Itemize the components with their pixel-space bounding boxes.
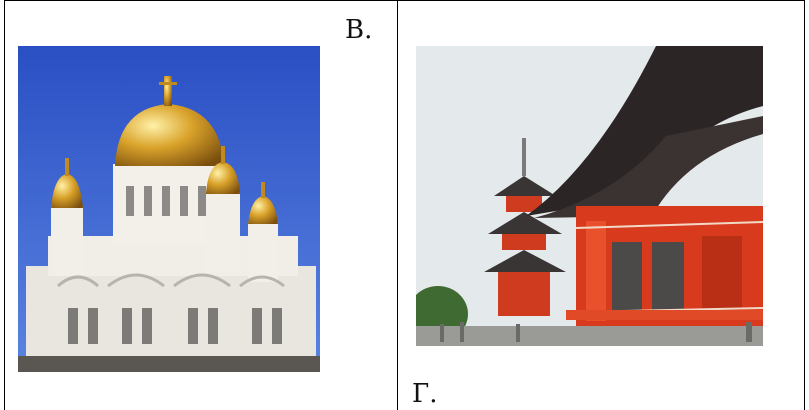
temple-image — [416, 46, 763, 346]
cathedral-image — [18, 46, 320, 372]
image-table — [4, 0, 805, 410]
cell-label-g: Г. — [412, 379, 438, 409]
cell-label-v: В. — [345, 15, 373, 45]
cathedral-icon — [18, 46, 320, 372]
pagoda-temple-icon — [416, 46, 763, 346]
table-divider — [397, 0, 398, 410]
